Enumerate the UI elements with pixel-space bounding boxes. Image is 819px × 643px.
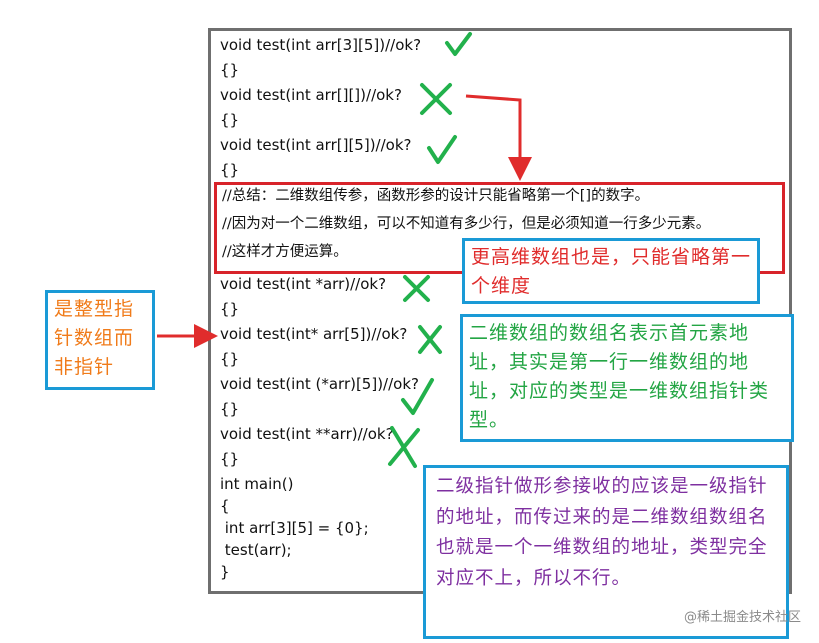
array-name-note: 二维数组的数组名表示首元素地址，其实是第一行一维数组的地址，对应的类型是一维数组…	[460, 314, 794, 442]
code-line: void test(int **arr)//ok?	[220, 425, 394, 443]
summary-line: //因为对一个二维数组，可以不知道有多少行，但是必须知道一行多少元素。	[222, 216, 711, 232]
code-line: {	[220, 497, 230, 515]
watermark: @稀土掘金技术社区	[683, 610, 801, 625]
code-line: {}	[220, 61, 240, 79]
code-line: void test(int arr[][])//ok?	[220, 86, 402, 104]
code-line: void test(int arr[][5])//ok?	[220, 136, 412, 154]
code-line: test(arr);	[220, 541, 292, 559]
code-line: {}	[220, 111, 240, 129]
higher-dim-note: 更高维数组也是，只能省略第一个维度	[462, 238, 760, 304]
code-line: }	[220, 563, 230, 581]
code-line: {}	[220, 161, 240, 179]
summary-line: //这样才方便运算。	[222, 244, 348, 260]
code-line: void test(int* arr[5])//ok?	[220, 325, 408, 343]
code-line: {}	[220, 400, 240, 418]
pointer-array-note: 是整型指针数组而非指针	[45, 290, 155, 390]
code-line: int main()	[220, 475, 294, 493]
summary-line: //总结：二维数组传参，函数形参的设计只能省略第一个[]的数字。	[222, 188, 650, 204]
code-line: {}	[220, 300, 240, 318]
code-line: {}	[220, 450, 240, 468]
code-line: void test(int arr[3][5])//ok?	[220, 36, 422, 54]
code-line: int arr[3][5] = {0};	[220, 519, 369, 537]
code-line: void test(int (*arr)[5])//ok?	[220, 375, 419, 393]
code-line: {}	[220, 350, 240, 368]
double-pointer-note: 二级指针做形参接收的应该是一级指针的地址，而传过来的是二维数组数组名也就是一个一…	[423, 465, 789, 639]
code-line: void test(int *arr)//ok?	[220, 275, 387, 293]
